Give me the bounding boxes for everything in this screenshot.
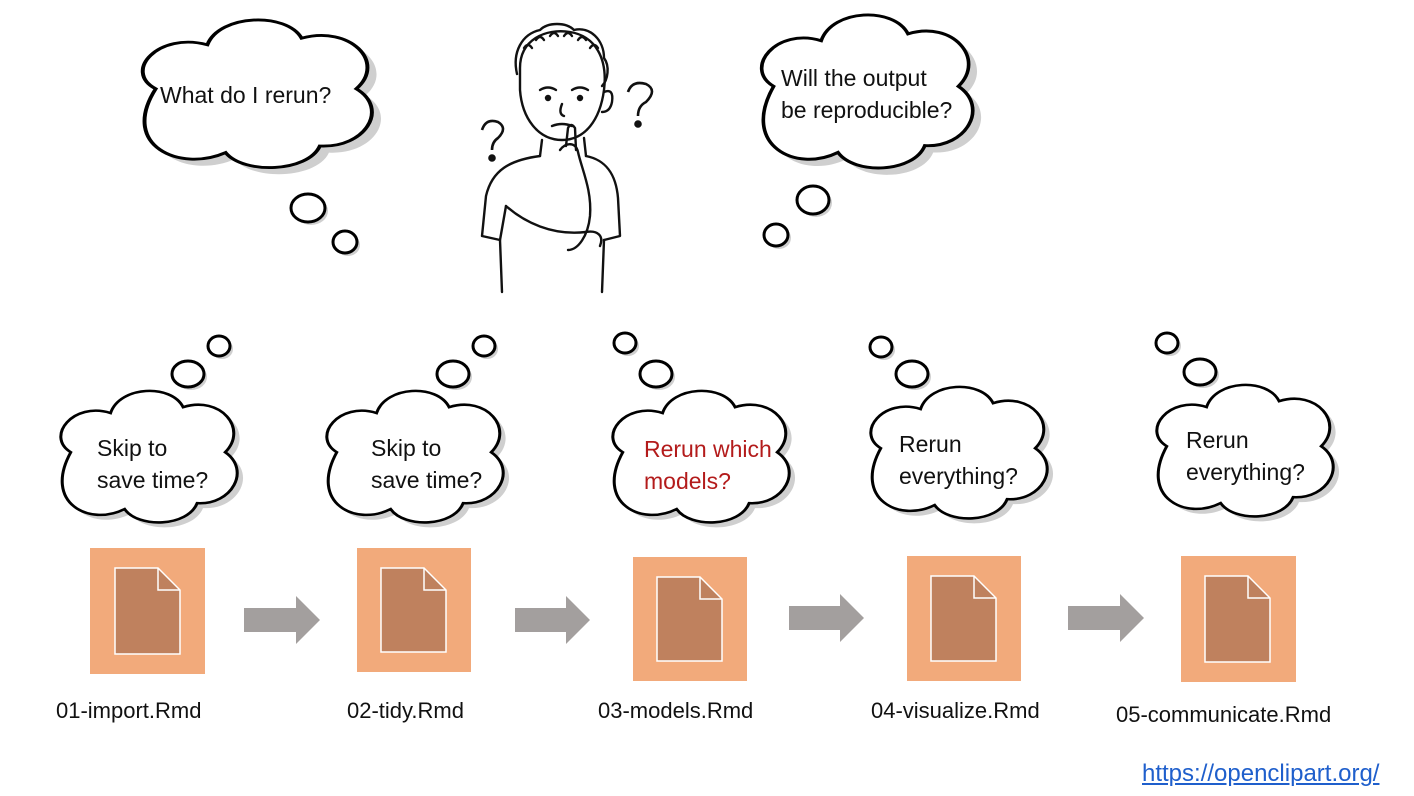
step-thought-dots (170, 334, 233, 390)
step-thought-dots (1154, 331, 1219, 388)
right-arrow-icon (789, 594, 864, 642)
right-thought-text: Will the output be reproducible? (781, 65, 953, 123)
question-mark-icon (480, 119, 505, 162)
thought-bubble-dots-top-right (762, 184, 832, 249)
thought-bubble-dots-top-left (289, 192, 360, 256)
question-mark-icon (626, 81, 654, 128)
file-icon (380, 567, 447, 653)
step-thought-dots (612, 331, 675, 390)
file-tile (357, 548, 471, 672)
step-thought-dots (435, 334, 498, 390)
step-thought-text: Skip to save time? (371, 435, 483, 493)
thinking-person-icon (480, 22, 622, 294)
file-tile (90, 548, 205, 674)
step-thought-text: Rerun everything? (1186, 427, 1305, 485)
step-thought-dots (868, 335, 931, 390)
step-thought-text-highlight: Rerun which models? (644, 436, 772, 494)
file-name-label: 02-tidy.Rmd (347, 698, 464, 723)
right-arrow-icon (244, 596, 320, 644)
right-arrow-icon (1068, 594, 1144, 642)
file-name-label: 04-visualize.Rmd (871, 698, 1040, 723)
step-thought-text: Rerun everything? (899, 431, 1018, 489)
file-name-label: 03-models.Rmd (598, 698, 754, 723)
file-tile (1181, 556, 1296, 682)
file-icon (930, 575, 997, 662)
file-icon (1204, 575, 1271, 663)
file-tile (633, 557, 747, 681)
file-tile (907, 556, 1021, 681)
step-thought-text: Skip to save time? (97, 435, 209, 493)
right-arrow-icon (515, 596, 590, 644)
file-icon (114, 567, 181, 655)
file-icon (656, 576, 723, 662)
left-thought-text: What do I rerun? (160, 82, 332, 108)
file-name-label: 01-import.Rmd (56, 698, 202, 723)
file-name-label: 05-communicate.Rmd (1116, 702, 1332, 727)
credit-link[interactable]: https://openclipart.org/ (1142, 760, 1380, 787)
